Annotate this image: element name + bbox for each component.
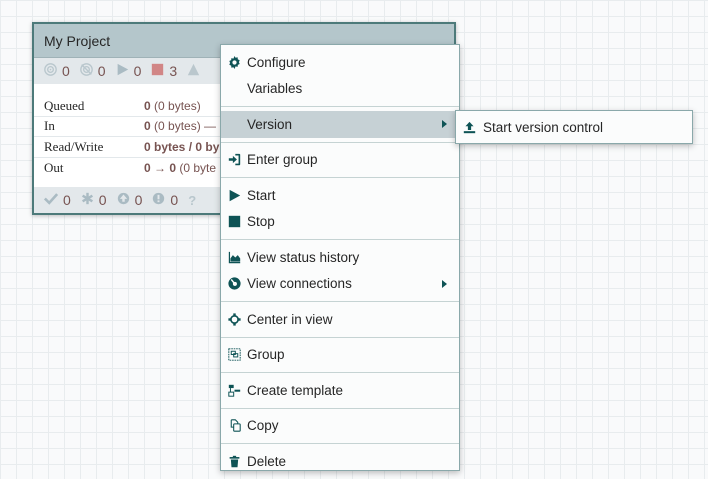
menu-item-start-version-control[interactable]: Start version control bbox=[455, 110, 693, 144]
process-group-name: My Project bbox=[44, 32, 111, 49]
copy-icon bbox=[227, 419, 241, 433]
menu-item-stop[interactable]: Stop bbox=[221, 209, 459, 236]
menu-divider bbox=[221, 443, 459, 444]
up-to-date-stat: 0 bbox=[43, 192, 71, 208]
menu-divider bbox=[221, 372, 459, 373]
stop-icon bbox=[227, 215, 241, 229]
menu-item-group[interactable]: Group bbox=[221, 342, 459, 369]
menu-item-variables[interactable]: Variables bbox=[247, 81, 303, 97]
menu-item-copy[interactable]: Copy bbox=[221, 413, 459, 440]
menu-divider bbox=[221, 336, 459, 338]
sync-failure-stat: 0 bbox=[152, 192, 178, 208]
crosshair-icon bbox=[227, 312, 241, 326]
template-icon bbox=[227, 383, 241, 397]
running-stat: 0 bbox=[116, 63, 141, 79]
upload-icon bbox=[463, 120, 477, 134]
not-transmitting-stat: 0 bbox=[79, 63, 106, 79]
transmitting-stat: 0 bbox=[44, 63, 70, 79]
stale-stat: 0 bbox=[117, 192, 142, 208]
menu-item-enter-group[interactable]: Enter group bbox=[221, 147, 459, 174]
stopped-icon bbox=[151, 63, 164, 79]
running-icon bbox=[116, 63, 129, 79]
menu-item-delete[interactable]: Delete bbox=[221, 448, 459, 475]
menu-divider bbox=[221, 177, 459, 178]
stopped-stat: 3 bbox=[151, 63, 177, 79]
stats-row-out: Out 0 → 0 (0 byte bbox=[44, 159, 217, 175]
trash-icon bbox=[227, 454, 241, 468]
context-menu: Configure Variables Version Enter group … bbox=[220, 44, 460, 471]
locally-modified-stat: 0 bbox=[81, 192, 107, 208]
invalid-icon bbox=[187, 63, 200, 79]
play-icon bbox=[227, 188, 241, 202]
menu-divider bbox=[221, 407, 459, 409]
menu-item-view-status-history[interactable]: View status history bbox=[221, 244, 459, 271]
invalid-stat bbox=[187, 63, 200, 79]
menu-item-version[interactable]: Version bbox=[221, 111, 459, 138]
not-transmitting-icon bbox=[79, 63, 93, 79]
connections-icon bbox=[227, 277, 241, 291]
menu-divider bbox=[221, 239, 459, 240]
menu-item-center-in-view[interactable]: Center in view bbox=[221, 306, 459, 333]
transmitting-icon bbox=[44, 63, 57, 79]
area-chart-icon bbox=[227, 250, 241, 264]
menu-item-configure[interactable]: Configure bbox=[221, 49, 459, 76]
enter-group-icon bbox=[227, 153, 241, 167]
submenu-arrow-icon bbox=[442, 120, 447, 129]
menu-item-create-template[interactable]: Create template bbox=[221, 377, 459, 404]
unknown-icon: ? bbox=[188, 192, 197, 208]
menu-divider bbox=[221, 301, 459, 302]
menu-divider bbox=[221, 106, 459, 107]
gear-icon bbox=[227, 55, 241, 69]
group-icon bbox=[227, 348, 241, 362]
locally-modified-icon bbox=[81, 192, 94, 208]
unknown-stat: ? bbox=[188, 193, 196, 208]
menu-divider bbox=[221, 141, 459, 143]
up-to-date-icon bbox=[43, 192, 59, 208]
submenu-arrow-icon bbox=[442, 279, 447, 288]
menu-item-view-connections[interactable]: View connections bbox=[221, 271, 459, 298]
stale-icon bbox=[117, 192, 130, 208]
menu-item-start[interactable]: Start bbox=[221, 182, 459, 209]
sync-failure-icon bbox=[152, 192, 165, 208]
